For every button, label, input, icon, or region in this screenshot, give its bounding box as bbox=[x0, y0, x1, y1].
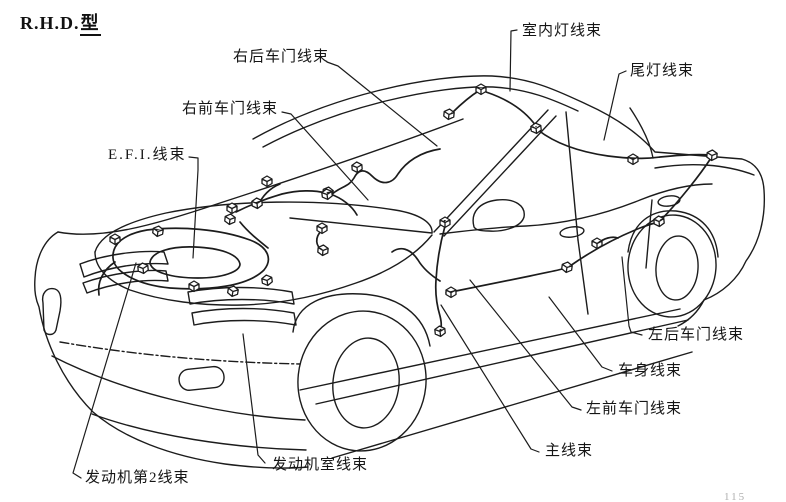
label-front-left-door-harness: 左前车门线束 bbox=[586, 401, 683, 417]
title-type-char: 型 bbox=[79, 13, 101, 36]
label-engine-no2-harness: 发动机第2线束 bbox=[85, 470, 190, 486]
label-rear-right-door-harness: 右后车门线束 bbox=[233, 49, 330, 65]
callout-leader-lines bbox=[72, 29, 643, 479]
label-tail-lamp-harness: 尾灯线束 bbox=[630, 63, 695, 79]
label-main-harness: 主线束 bbox=[545, 443, 594, 459]
label-body-harness: 车身线束 bbox=[618, 363, 683, 379]
label-engine-room-harness: 发动机室线束 bbox=[272, 457, 369, 473]
label-efi-harness: E.F.I.线束 bbox=[108, 147, 187, 163]
label-room-lamp-harness: 室内灯线束 bbox=[522, 23, 603, 39]
page-title: R.H.D.型 bbox=[20, 9, 101, 36]
page-number: 115 bbox=[724, 491, 747, 502]
harness-wires bbox=[97, 89, 712, 332]
car-body bbox=[34, 75, 766, 469]
label-rear-left-door-harness: 左后车门线束 bbox=[648, 327, 745, 343]
title-prefix: R.H.D. bbox=[20, 13, 80, 33]
label-front-right-door-harness: 右前车门线束 bbox=[182, 101, 279, 117]
